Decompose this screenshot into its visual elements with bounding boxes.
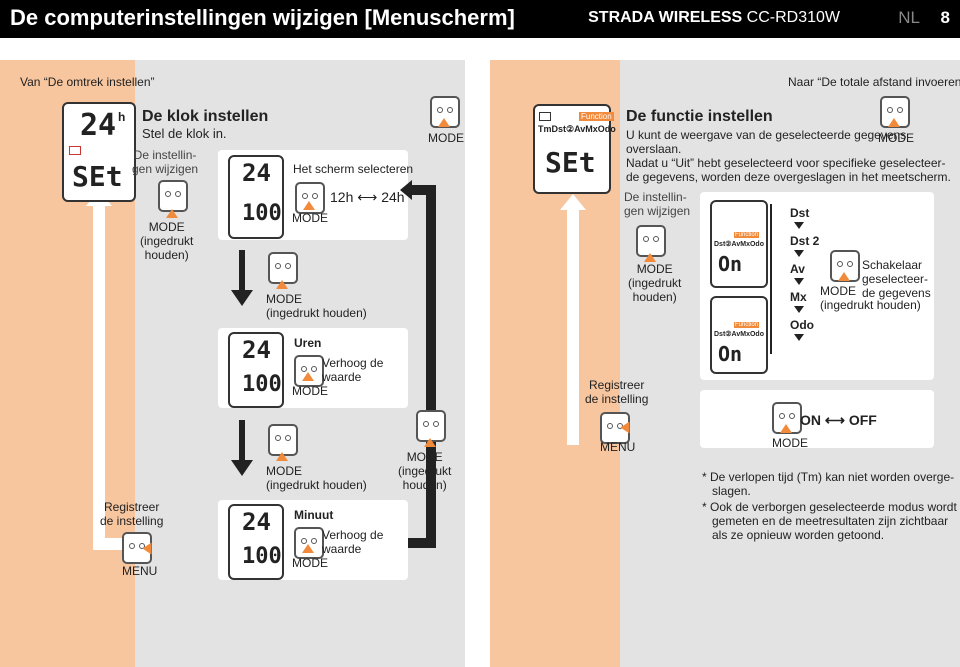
function-item: Dst 2 — [790, 234, 820, 248]
register-label-right: Registreer de instelling — [585, 378, 649, 406]
lcd-function: Function TmDst②AvMxOdo SEt — [533, 104, 616, 194]
note-2: * Ook de verborgen geselecteerde modus w… — [702, 500, 957, 542]
left-arrow-icon — [400, 180, 412, 200]
model-name: STRADA WIRELESS CC-RD310W — [588, 9, 840, 26]
press-icon — [302, 372, 314, 381]
function-desc-4: de gegevens, worden deze overgeslagen in… — [626, 170, 951, 184]
mode-label[interactable]: MODE — [292, 211, 328, 225]
clock-subtitle: Stel de klok in. — [142, 126, 227, 141]
mode-label[interactable]: MODE — [292, 556, 328, 570]
item-bracket — [770, 204, 772, 354]
mode-label[interactable]: MODE — [292, 384, 328, 398]
down-arrow-icon — [794, 222, 804, 229]
lcd-minutes: 24 100 — [228, 504, 284, 580]
down-arrow-icon — [231, 290, 253, 306]
device-icon — [636, 225, 666, 257]
function-item: Mx — [790, 290, 807, 304]
lcd-function-on: Function Dst②AvMxOdo On — [710, 200, 768, 288]
function-mode-top[interactable]: MODE — [878, 131, 914, 145]
mode-top-label[interactable]: MODE — [428, 131, 464, 145]
function-enter-label: De instellin- gen wijzigen — [624, 190, 691, 218]
register-label-left: Registreer de instelling — [100, 500, 164, 528]
return-path-left — [93, 200, 105, 550]
menu-label-right[interactable]: MENU — [600, 440, 636, 454]
screen-select-label: Het scherm selecteren — [293, 162, 414, 176]
clock-enter-label: De instellin- gen wijzigen — [132, 148, 199, 176]
down-arrow-icon — [794, 278, 804, 285]
clock-title: De klok instellen — [142, 108, 269, 125]
hours-label: Uren — [294, 336, 322, 350]
device-icon — [295, 182, 325, 214]
page-header: De computerinstellingen wijzigen [Menusc… — [0, 0, 960, 38]
function-mode-hold[interactable]: MODE (ingedrukt houden) — [628, 262, 682, 304]
language-tag: NL — [898, 8, 920, 27]
device-icon — [158, 180, 188, 212]
format-toggle[interactable]: 12h ⟷ 24h — [330, 189, 405, 205]
down-arrow-icon — [794, 334, 804, 341]
function-desc-1: U kunt de weergave van de geselecteerde … — [626, 128, 907, 142]
down-arrow-icon — [794, 306, 804, 313]
lcd-clock-set: 24 h SEt — [62, 102, 136, 202]
function-desc-3: Nadat u “Uit” hebt geselecteerd voor spe… — [626, 156, 946, 170]
press-icon — [302, 544, 314, 553]
on-off-toggle[interactable]: ON ⟷ OFF — [800, 412, 877, 428]
function-item: Dst — [790, 206, 810, 220]
down-arrow-icon — [794, 250, 804, 257]
down-arrow-icon — [231, 460, 253, 476]
page-number: 8 — [940, 8, 950, 27]
press-icon — [276, 280, 288, 289]
device-icon — [268, 252, 298, 284]
mode-hold-1[interactable]: MODE (ingedrukt houden) — [266, 292, 367, 320]
function-select-mode[interactable]: MODE (ingedrukt houden) — [820, 284, 921, 312]
press-icon — [303, 201, 315, 210]
lcd-hours: 24 100 — [228, 332, 284, 408]
device-icon — [416, 410, 446, 442]
nav-from[interactable]: Van “De omtrek instellen” — [20, 75, 155, 89]
press-icon — [644, 253, 656, 262]
minutes-label: Minuut — [294, 508, 334, 522]
page-title: De computerinstellingen wijzigen [Menusc… — [10, 5, 515, 30]
function-select-label: Schakelaar geselecteer- de gegevens — [862, 258, 931, 300]
increase-label: Verhoog de waarde — [322, 528, 384, 556]
press-icon — [620, 421, 630, 434]
device-icon — [294, 355, 324, 387]
press-icon — [438, 118, 450, 127]
on-off-mode[interactable]: MODE — [772, 436, 808, 450]
device-icon — [122, 532, 152, 564]
device-icon — [294, 527, 324, 559]
note-1: * De verlopen tijd (Tm) kan niet worden … — [702, 470, 955, 498]
function-desc-2: overslaan. — [626, 142, 682, 156]
press-icon — [888, 118, 900, 127]
lcd-format: 24 100 — [228, 155, 284, 239]
function-title: De functie instellen — [626, 108, 773, 125]
lcd-function-on-2: Function Dst②AvMxOdo On — [710, 296, 768, 374]
return-arrow-right-icon — [560, 194, 586, 210]
mode-hold-3[interactable]: MODE (ingedrukt houden) — [398, 450, 452, 492]
envelope-icon — [69, 146, 81, 155]
function-item: Odo — [790, 318, 814, 332]
clock-mode-hold[interactable]: MODE (ingedrukt houden) — [140, 220, 194, 262]
loop-line — [426, 185, 436, 545]
return-path-right — [567, 205, 579, 445]
device-icon — [600, 412, 630, 444]
on-off-box — [700, 390, 934, 448]
press-icon — [838, 272, 850, 281]
envelope-icon — [539, 112, 551, 121]
device-icon — [830, 250, 860, 282]
mode-hold-2[interactable]: MODE (ingedrukt houden) — [266, 464, 367, 492]
press-icon — [166, 209, 178, 218]
press-icon — [276, 452, 288, 461]
press-icon — [780, 424, 792, 433]
menu-label-left[interactable]: MENU — [122, 564, 158, 578]
increase-label: Verhoog de waarde — [322, 356, 384, 384]
nav-to[interactable]: Naar “De totale afstand invoeren” — [788, 75, 960, 89]
press-icon — [424, 438, 436, 447]
function-item: Av — [790, 262, 805, 276]
press-icon — [142, 542, 152, 555]
